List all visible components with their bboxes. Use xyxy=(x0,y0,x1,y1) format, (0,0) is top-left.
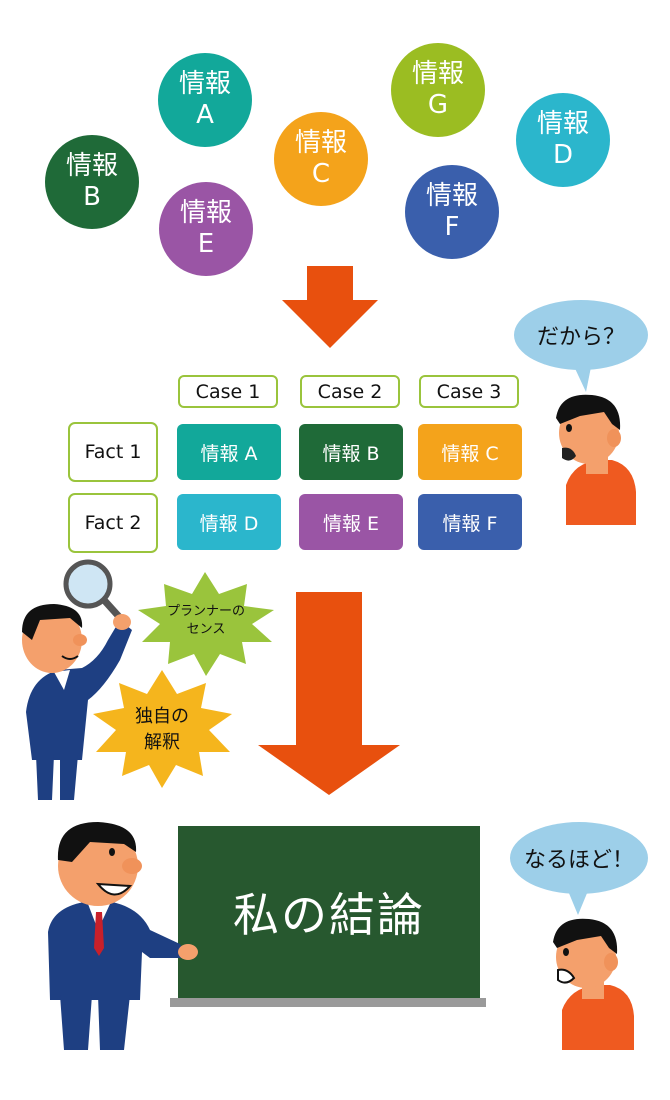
sense-burst-line: センス xyxy=(186,621,226,637)
info-circle-label: 情報 xyxy=(411,59,464,90)
fact-label-text: Fact 2 xyxy=(84,512,142,534)
matrix-cell-label: 情報 F xyxy=(442,512,498,535)
fact-label-text: Fact 1 xyxy=(84,441,142,463)
info-circle-e: 情報 E xyxy=(159,182,253,276)
magnifier-lens-icon xyxy=(63,559,113,609)
question-bubble-text: だから？ xyxy=(536,325,625,350)
interp-burst-line: 独自の xyxy=(135,706,189,727)
info-circle-label: 情報 xyxy=(65,151,118,182)
info-circle-letter: F xyxy=(444,212,460,242)
mouth-icon xyxy=(61,655,79,660)
info-circle-b: 情報 B xyxy=(45,135,139,229)
info-circle-letter: E xyxy=(197,229,215,259)
info-circle-d: 情報 D xyxy=(516,93,610,187)
matrix-cell-label: 情報 E xyxy=(322,512,380,535)
legs-icon xyxy=(36,755,78,800)
info-circle-label: 情報 xyxy=(425,181,478,212)
mouth-icon xyxy=(557,968,576,984)
info-circle-label: 情報 xyxy=(179,198,232,229)
conclusion-text: 私の結論 xyxy=(233,888,425,942)
sense-burst-shape xyxy=(138,572,274,676)
info-circle-c: 情報 C xyxy=(274,112,368,206)
hair-icon xyxy=(556,394,621,430)
hair-icon xyxy=(553,918,618,954)
info-circle-letter: B xyxy=(83,182,101,212)
question-speech-bubble: だから？ xyxy=(514,300,648,370)
eye-icon xyxy=(566,424,572,432)
fact-label-1: Fact 1 xyxy=(68,422,158,482)
matrix-cell-label: 情報 C xyxy=(441,442,499,465)
down-arrow-icon xyxy=(258,592,400,795)
case-header-label: Case 1 xyxy=(195,380,261,403)
understand-speech-bubble: なるほど！ xyxy=(510,822,648,894)
case-header-label: Case 3 xyxy=(436,380,502,403)
tie-icon xyxy=(94,912,104,956)
shirt-icon xyxy=(562,985,634,1050)
ear-icon xyxy=(604,953,618,971)
interp-burst-line: 解釈 xyxy=(144,732,180,754)
hand-icon xyxy=(113,614,131,630)
shirt-icon xyxy=(566,460,636,525)
matrix-cell-d: 情報 D xyxy=(177,494,281,550)
mouth-icon xyxy=(95,882,133,896)
info-circle-g: 情報 G xyxy=(391,43,485,137)
blackboard-ledge xyxy=(170,998,486,1007)
hair-icon xyxy=(22,604,83,640)
matrix-cell-f: 情報 F xyxy=(418,494,522,550)
interp-burst-shape xyxy=(93,670,232,788)
interp-burst-text: 独自の 解釈 xyxy=(112,704,212,756)
info-circle-letter: D xyxy=(552,140,574,170)
suit-icon xyxy=(48,902,186,1000)
matrix-cell-e: 情報 E xyxy=(299,494,403,550)
info-circle-letter: A xyxy=(196,100,214,130)
case-header-1: Case 1 xyxy=(178,375,278,408)
matrix-cell-label: 情報 A xyxy=(200,442,258,465)
sense-burst-text: プランナーの センス xyxy=(150,603,262,638)
nose-icon xyxy=(122,858,142,874)
sense-burst-line: プランナーの xyxy=(166,604,245,619)
suit-icon xyxy=(26,620,132,760)
matrix-cell-b: 情報 B xyxy=(299,424,403,480)
fact-label-2: Fact 2 xyxy=(68,493,158,553)
matrix-cell-c: 情報 C xyxy=(418,424,522,480)
info-circle-letter: C xyxy=(311,159,331,189)
case-header-3: Case 3 xyxy=(419,375,519,408)
hair-icon xyxy=(57,822,137,862)
info-circle-label: 情報 xyxy=(294,128,347,159)
matrix-cell-label: 情報 B xyxy=(322,442,380,465)
eye-icon xyxy=(109,848,115,856)
mouth-icon xyxy=(562,447,576,461)
nose-icon xyxy=(73,634,87,646)
ear-icon xyxy=(607,429,621,447)
info-circle-label: 情報 xyxy=(178,69,231,100)
conclusion-blackboard: 私の結論 xyxy=(178,826,480,998)
case-header-label: Case 2 xyxy=(317,380,383,403)
info-circle-label: 情報 xyxy=(536,109,589,140)
speech-tail-icon xyxy=(572,362,592,392)
down-arrow-icon xyxy=(282,266,378,348)
shirt-collar-icon xyxy=(54,670,70,690)
understand-bubble-text: なるほど！ xyxy=(523,848,634,873)
info-circle-letter: G xyxy=(427,90,449,120)
matrix-cell-label: 情報 D xyxy=(199,512,259,535)
info-circle-a: 情報 A xyxy=(158,53,252,147)
matrix-cell-a: 情報 A xyxy=(177,424,281,480)
info-circle-f: 情報 F xyxy=(405,165,499,259)
legs-icon xyxy=(60,995,130,1050)
eye-icon xyxy=(563,948,569,956)
case-header-2: Case 2 xyxy=(300,375,400,408)
hand-icon xyxy=(178,944,198,960)
